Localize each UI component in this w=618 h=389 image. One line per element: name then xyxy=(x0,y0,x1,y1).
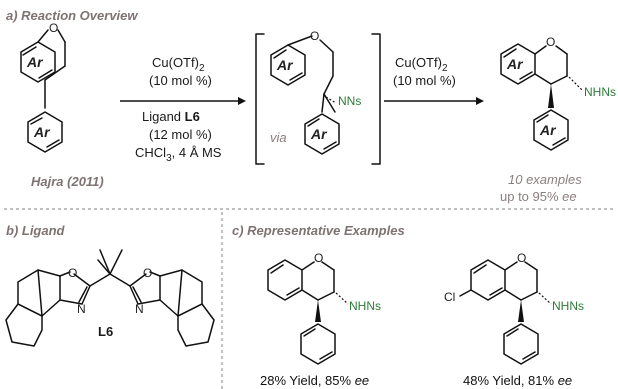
ar-label-sm-top: Ar xyxy=(26,54,44,70)
reaction-arrow-2-head xyxy=(476,97,484,105)
scope-ee-italic: ee xyxy=(562,189,576,204)
ar-label-int-top: Ar xyxy=(276,57,294,73)
step2-reagent-line1: Cu(OTf)2 xyxy=(395,55,448,74)
product-structure xyxy=(500,43,583,151)
step1-ligand-name: L6 xyxy=(185,109,200,124)
example-2-yield: 48% Yield, 81% xyxy=(463,373,558,388)
reaction-arrow-1-head xyxy=(238,97,246,105)
ether-oxygen-label: O xyxy=(49,21,58,35)
citation-label: Hajra (2011) xyxy=(31,174,104,189)
starting-material-structure xyxy=(20,29,66,153)
step1-solvent-line: CHCl3, 4 Å MS xyxy=(135,145,222,164)
example-2-structure xyxy=(459,259,552,365)
step1-ligand-prefix: Ligand xyxy=(142,109,185,124)
example-1-oxygen: O xyxy=(314,251,323,265)
example-2-ee: ee xyxy=(558,373,572,388)
step2-reagent-line2: (10 mol %) xyxy=(393,73,456,88)
step1-additive: , 4 Å MS xyxy=(172,145,222,160)
step1-reagent-line2: (10 mol %) xyxy=(149,73,212,88)
example-2-chloro: Cl xyxy=(444,290,455,304)
ligand-left-oxygen: O xyxy=(68,266,77,280)
example-1-ee: ee xyxy=(355,373,369,388)
step1-reagent-text: Cu(OTf) xyxy=(152,55,199,70)
example-1-result: 28% Yield, 85% ee xyxy=(260,373,369,388)
step1-ligand-loading: (12 mol %) xyxy=(149,127,212,142)
example-1-yield: 28% Yield, 85% xyxy=(260,373,355,388)
scope-ee-label: up to 95% ee xyxy=(500,189,577,204)
step2-reagent-subscript: 2 xyxy=(442,63,448,74)
panel-b-title: b) Ligand xyxy=(6,223,66,238)
example-1-nhns: NHNs xyxy=(349,299,381,313)
panel-a-title: a) Reaction Overview xyxy=(6,8,138,23)
aziridine-nns-label: NNs xyxy=(338,94,361,108)
step1-solvent: CHCl xyxy=(135,145,166,160)
product-nhns-label: NHNs xyxy=(584,85,616,99)
panel-c-title: c) Representative Examples xyxy=(232,223,405,238)
step1-reagent-line1: Cu(OTf)2 xyxy=(152,55,205,74)
step1-solvent-subscript: 3 xyxy=(166,153,172,164)
ar-label-sm-bottom: Ar xyxy=(33,124,51,140)
ligand-right-oxygen: O xyxy=(143,266,152,280)
product-oxygen-label: O xyxy=(546,35,555,49)
ar-label-product-bottom: Ar xyxy=(539,122,557,138)
intermediate-brackets xyxy=(255,33,381,165)
step2-reagent-text: Cu(OTf) xyxy=(395,55,442,70)
intermediate-oxygen-label: O xyxy=(310,29,319,43)
ligand-name-label: L6 xyxy=(98,324,113,339)
example-2-result: 48% Yield, 81% ee xyxy=(463,373,572,388)
aziridine-intermediate-structure xyxy=(270,35,340,155)
example-2-nhns: NHNs xyxy=(552,299,584,313)
ligand-right-nitrogen: N xyxy=(135,302,144,316)
ligand-left-nitrogen: N xyxy=(77,302,86,316)
step1-reagent-subscript: 2 xyxy=(199,63,205,74)
scope-examples-label: 10 examples xyxy=(508,172,582,187)
step1-ligand-line: Ligand L6 xyxy=(142,109,200,124)
example-2-oxygen: O xyxy=(517,251,526,265)
via-label: via xyxy=(270,130,287,145)
example-1-structure xyxy=(267,259,349,365)
ligand-l6-structure xyxy=(5,249,215,347)
ar-label-int-bottom: Ar xyxy=(310,126,328,142)
scope-ee-prefix: up to 95% xyxy=(500,189,562,204)
ar-label-product-top: Ar xyxy=(506,56,524,72)
